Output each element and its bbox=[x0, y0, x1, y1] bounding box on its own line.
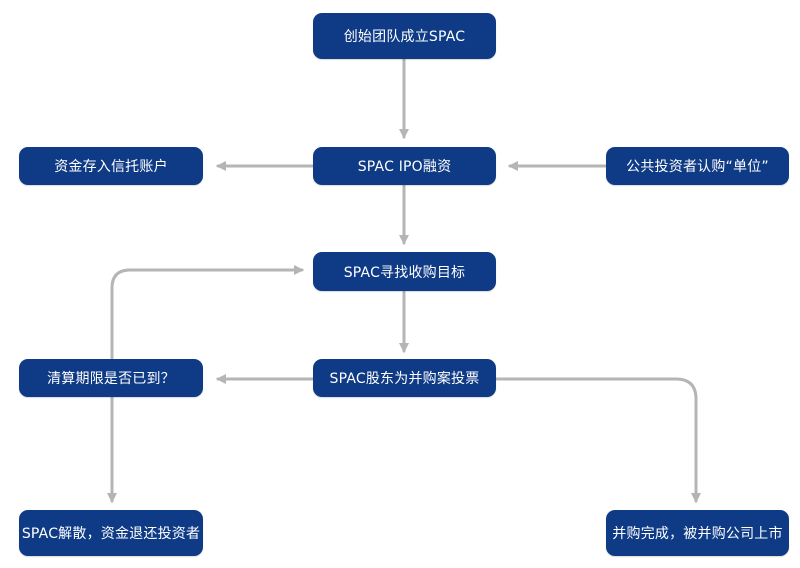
arrow-vote-to-merger bbox=[494, 377, 701, 503]
node-founding-team: 创始团队成立SPAC bbox=[313, 13, 496, 59]
arrow-deadline-back-to-target bbox=[110, 265, 304, 360]
node-founding-team-label: 创始团队成立SPAC bbox=[343, 29, 466, 45]
node-trust-account: 资金存入信托账户 bbox=[19, 147, 203, 185]
node-liquidation: SPAC解散，资金退还投资者 bbox=[19, 510, 203, 556]
node-ipo-label: SPAC IPO融资 bbox=[357, 159, 452, 175]
node-liquidation-label: SPAC解散，资金退还投资者 bbox=[21, 526, 201, 542]
node-trust-account-label: 资金存入信托账户 bbox=[54, 159, 168, 175]
node-public-investors-label: 公共投资者认购“单位” bbox=[626, 159, 769, 175]
node-find-target: SPAC寻找收购目标 bbox=[313, 252, 496, 291]
node-public-investors: 公共投资者认购“单位” bbox=[606, 147, 789, 185]
node-merger-complete: 并购完成，被并购公司上市 bbox=[606, 510, 789, 556]
node-find-target-label: SPAC寻找收购目标 bbox=[343, 264, 466, 281]
node-shareholder-vote: SPAC股东为并购案投票 bbox=[313, 359, 496, 397]
node-ipo: SPAC IPO融资 bbox=[313, 147, 496, 185]
node-merger-complete-label: 并购完成，被并购公司上市 bbox=[612, 526, 783, 542]
node-deadline-check: 清算期限是否已到？ bbox=[19, 359, 203, 397]
node-shareholder-vote-label: SPAC股东为并购案投票 bbox=[329, 371, 480, 387]
node-deadline-check-label: 清算期限是否已到？ bbox=[47, 371, 175, 387]
